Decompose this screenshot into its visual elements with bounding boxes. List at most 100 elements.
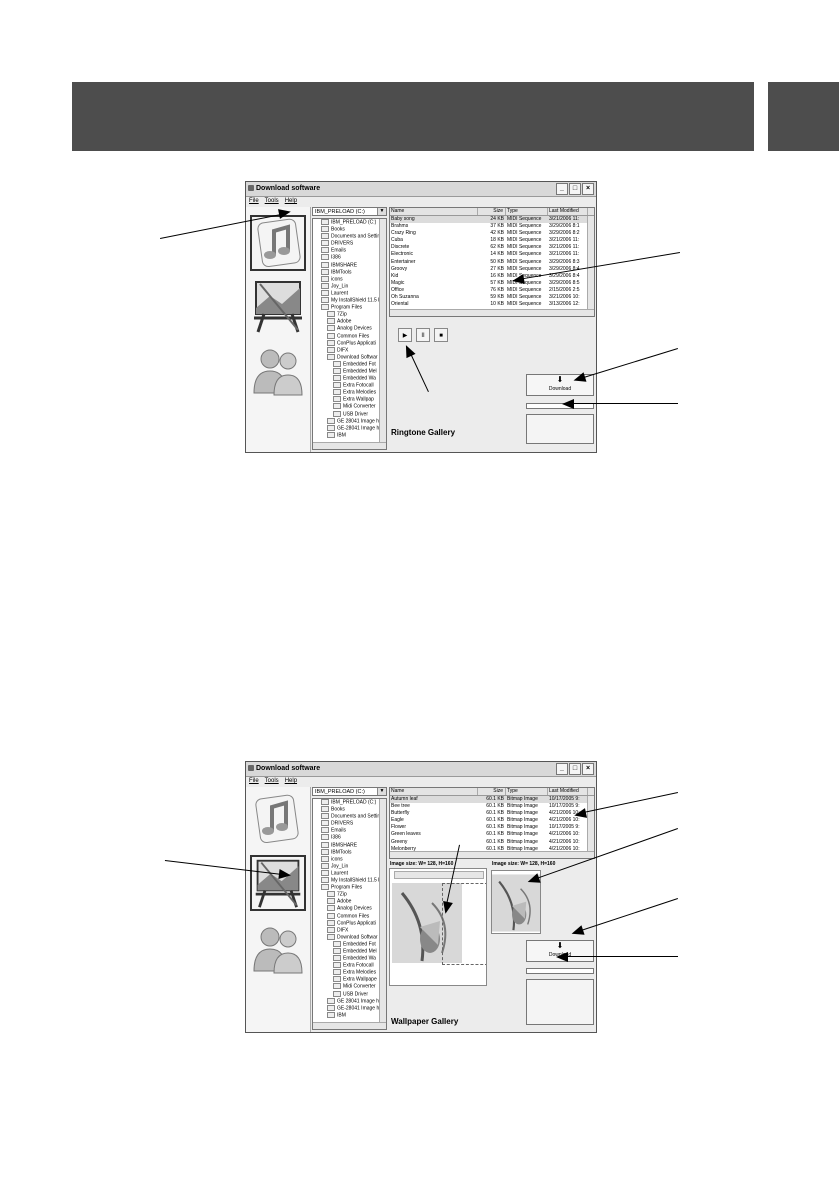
tree-item[interactable]: IBM: [313, 431, 386, 439]
crop-scrollbar[interactable]: [394, 871, 484, 879]
wallpaper-category-button[interactable]: [250, 278, 306, 334]
tree-item[interactable]: Program Files: [313, 304, 386, 311]
tree-item[interactable]: Common Files: [313, 332, 386, 340]
tree-item[interactable]: Documents and Settin: [313, 813, 386, 820]
column-type[interactable]: Type: [506, 208, 548, 215]
tree-item[interactable]: Books: [313, 806, 386, 813]
tree-item[interactable]: Analog Devices: [313, 325, 386, 332]
tree-item[interactable]: Extra Wallpape: [313, 976, 386, 983]
tree-item[interactable]: Embedded Mel: [313, 947, 386, 955]
crop-frame[interactable]: [442, 883, 486, 965]
tree-item[interactable]: GE-28041 Image h: [313, 1004, 386, 1012]
tree-item[interactable]: Embedded Fot: [313, 360, 386, 368]
photo-category-button[interactable]: [250, 343, 306, 399]
tree-item[interactable]: Midi Converter: [313, 983, 386, 990]
column-name[interactable]: Name: [390, 788, 478, 795]
tree-item[interactable]: Download Softwar: [313, 933, 386, 941]
crop-editor[interactable]: [389, 868, 487, 986]
maximize-button[interactable]: □: [569, 763, 581, 775]
download-button[interactable]: ⬇ Download: [526, 374, 594, 396]
drive-selector[interactable]: IBM_PRELOAD (C:) ▼: [312, 787, 387, 796]
tree-item[interactable]: Extra Wallpap: [313, 396, 386, 403]
tree-vertical-scrollbar[interactable]: [379, 219, 386, 443]
tree-item[interactable]: Program Files: [313, 884, 386, 891]
tree-item[interactable]: Extra Fotocall: [313, 962, 386, 969]
tree-item[interactable]: I386: [313, 834, 386, 841]
tree-horizontal-scrollbar[interactable]: [313, 1022, 386, 1029]
tree-item[interactable]: Embedded Wa: [313, 375, 386, 382]
tree-item[interactable]: 7Zip: [313, 891, 386, 898]
tree-item[interactable]: icons: [313, 855, 386, 863]
chevron-down-icon[interactable]: ▼: [377, 208, 386, 215]
close-button[interactable]: ×: [582, 183, 594, 195]
tree-item[interactable]: My InstallShield 11.5 P: [313, 297, 386, 304]
tree-item[interactable]: IBM_PRELOAD (C:): [313, 799, 386, 806]
tree-item[interactable]: GE-28041 Image h: [313, 424, 386, 432]
tree-vertical-scrollbar[interactable]: [379, 799, 386, 1023]
menu-help[interactable]: Help: [284, 198, 298, 204]
tree-item[interactable]: Embedded Mel: [313, 367, 386, 375]
column-size[interactable]: Size: [478, 208, 506, 215]
tree-horizontal-scrollbar[interactable]: [313, 442, 386, 449]
tree-item[interactable]: DRIVERS: [313, 240, 386, 247]
tree-item[interactable]: Emails: [313, 827, 386, 834]
tree-item[interactable]: Midi Converter: [313, 403, 386, 410]
list-vertical-scrollbar[interactable]: [587, 216, 594, 310]
ringtone-category-button[interactable]: [250, 793, 306, 849]
tree-item[interactable]: Embedded Fot: [313, 940, 386, 948]
column-last-modified[interactable]: Last Modified: [548, 208, 588, 215]
menu-file[interactable]: File: [249, 198, 259, 204]
chevron-down-icon[interactable]: ▼: [377, 788, 386, 795]
tree-item[interactable]: Common Files: [313, 912, 386, 920]
tree-item[interactable]: IBM: [313, 1011, 386, 1019]
tree-item[interactable]: IBMSHARE: [313, 841, 386, 849]
tree-item[interactable]: Laurent: [313, 869, 386, 877]
tree-item[interactable]: Books: [313, 226, 386, 233]
column-name[interactable]: Name: [390, 208, 478, 215]
tree-item[interactable]: Extra Fotocall: [313, 382, 386, 389]
tree-item[interactable]: IBMSHARE: [313, 261, 386, 269]
tree-item[interactable]: ConPlus Applicati: [313, 919, 386, 927]
menu-tools[interactable]: Tools: [264, 778, 279, 784]
column-size[interactable]: Size: [478, 788, 506, 795]
ringtone-category-button[interactable]: [250, 215, 306, 271]
photo-category-button[interactable]: [250, 921, 306, 977]
tree-item[interactable]: My InstallShield 11.5 P: [313, 877, 386, 884]
tree-item[interactable]: DIFX: [313, 926, 386, 934]
menu-file[interactable]: File: [249, 778, 259, 784]
tree-item[interactable]: GE 28041 Image h: [313, 417, 386, 425]
tree-item[interactable]: ConPlus Applicati: [313, 339, 386, 347]
tree-item[interactable]: Extra Melodies: [313, 969, 386, 976]
minimize-button[interactable]: _: [556, 763, 568, 775]
wallpaper-category-button[interactable]: [250, 855, 306, 911]
drive-selector[interactable]: IBM_PRELOAD (C:) ▼: [312, 207, 387, 216]
minimize-button[interactable]: _: [556, 183, 568, 195]
tree-item[interactable]: IBM_PRELOAD (C:): [313, 219, 386, 226]
list-vertical-scrollbar[interactable]: [587, 796, 594, 852]
tree-item[interactable]: IBMTools: [313, 848, 386, 856]
tree-item[interactable]: Laurent: [313, 289, 386, 297]
play-button[interactable]: ▶: [398, 328, 412, 342]
tree-item[interactable]: 7Zip: [313, 311, 386, 318]
tree-item[interactable]: IBMTools: [313, 268, 386, 276]
tree-item[interactable]: Joy_Lin: [313, 282, 386, 290]
tree-item[interactable]: Extra Melodies: [313, 389, 386, 396]
tree-item[interactable]: GE 28041 Image h: [313, 997, 386, 1005]
tree-item[interactable]: Analog Devices: [313, 905, 386, 912]
